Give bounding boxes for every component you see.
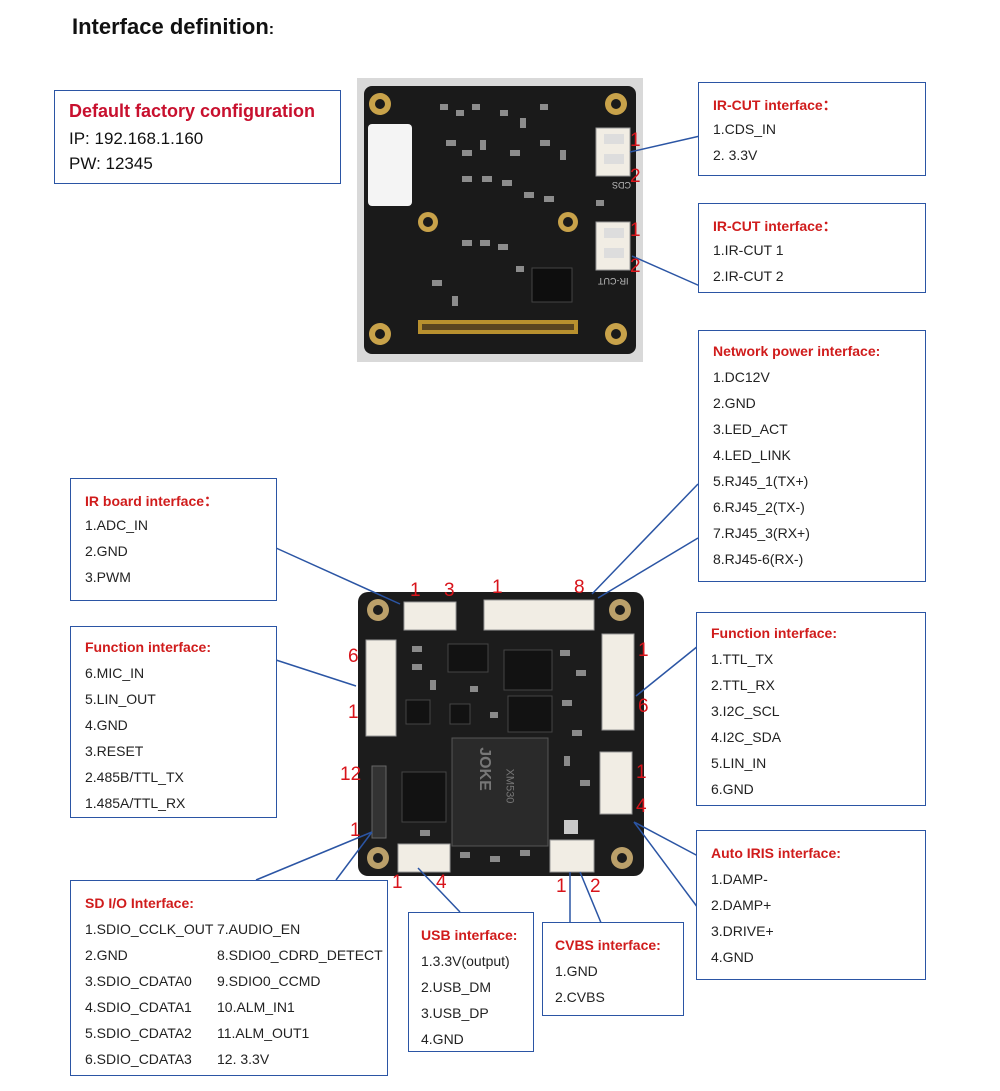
pin-label: 1 [636, 762, 647, 783]
auto-iris-item: 4.GND [711, 949, 754, 965]
sd-io-item: 1.SDIO_CCLK_OUT [85, 921, 214, 937]
sd-io-item: 5.SDIO_CDATA2 [85, 1025, 192, 1041]
pin-label: 1 [556, 876, 567, 897]
sd-io-item: 6.SDIO_CDATA3 [85, 1051, 192, 1067]
network-item: 3.LED_ACT [713, 421, 788, 437]
function-left-box: Function interface: 6.MIC_IN 5.LIN_OUT 4… [70, 626, 277, 818]
pin-label: 2 [590, 876, 601, 897]
ir-board-item: 1.ADC_IN [85, 517, 149, 533]
sd-io-item: 9.SDIO0_CCMD [217, 973, 321, 989]
pin-label: 1 [492, 577, 503, 598]
pin-label: 12 [340, 764, 362, 785]
ir-board-box: IR board interface： 1.ADC_IN 2.GND 3.PWM [70, 478, 277, 601]
network-item: 4.LED_LINK [713, 447, 791, 463]
cvbs-item: 2.CVBS [555, 989, 605, 1005]
network-item: 5.RJ45_1(TX+) [713, 473, 809, 489]
pin-label: 8 [574, 577, 585, 598]
pin-label: 2 [630, 166, 641, 187]
sd-io-item: 4.SDIO_CDATA1 [85, 999, 192, 1015]
function-right-item: 4.I2C_SDA [711, 729, 782, 745]
pin-label: 4 [636, 796, 647, 817]
factory-pw: PW: 12345 [69, 154, 153, 173]
function-left-item: 6.MIC_IN [85, 665, 145, 681]
sd-io-item: 7.AUDIO_EN [217, 921, 301, 937]
sd-io-title: SD I/O Interface: [85, 895, 194, 911]
ircut-interface-box-2: IR-CUT interface： 1.IR-CUT 1 2.IR-CUT 2 [698, 203, 926, 293]
network-power-box: Network power interface: 1.DC12V 2.GND 3… [698, 330, 926, 582]
function-left-item: 4.GND [85, 717, 128, 733]
auto-iris-box: Auto IRIS interface: 1.DAMP- 2.DAMP+ 3.D… [696, 830, 926, 980]
pin-label: 1 [638, 640, 649, 661]
network-item: 7.RJ45_3(RX+) [713, 525, 810, 541]
network-item: 2.GND [713, 395, 756, 411]
ir-board-item: 2.GND [85, 543, 128, 559]
ircut-2-item: 1.IR-CUT 1 [713, 242, 784, 258]
auto-iris-item: 1.DAMP- [711, 871, 768, 887]
board-mark-ircut: IR-CUT [598, 276, 629, 286]
pin-label: 1 [410, 580, 421, 601]
function-right-item: 1.TTL_TX [711, 651, 774, 667]
mount-hole-icon [369, 93, 391, 115]
function-right-item: 6.GND [711, 781, 754, 797]
pin-label: 1 [630, 220, 641, 241]
function-right-title: Function interface: [711, 625, 838, 641]
sd-io-item: 2.GND [85, 947, 128, 963]
network-item: 8.RJ45-6(RX-) [713, 551, 804, 567]
pin-label: 4 [436, 872, 447, 893]
sd-io-item: 11.ALM_OUT1 [217, 1025, 310, 1041]
auto-iris-title: Auto IRIS interface: [711, 845, 841, 861]
pin-label: 1 [630, 130, 641, 151]
chip-model-mark: XM530 [503, 768, 516, 804]
network-item: 6.RJ45_2(TX-) [713, 499, 805, 515]
usb-title: USB interface: [421, 927, 518, 943]
function-right-item: 2.TTL_RX [711, 677, 775, 693]
factory-config-box: Default factory configuration IP: 192.16… [54, 90, 341, 184]
function-right-box: Function interface: 1.TTL_TX 2.TTL_RX 3.… [696, 612, 926, 806]
board-mark-cds: CDS [612, 180, 632, 190]
usb-box: USB interface: 1.3.3V(output) 2.USB_DM 3… [408, 912, 534, 1052]
usb-item: 4.GND [421, 1031, 464, 1047]
network-title: Network power interface: [713, 343, 881, 359]
ircut-1-title: IR-CUT interface： [713, 97, 837, 113]
function-left-item: 2.485B/TTL_TX [85, 769, 184, 785]
pin-label: 6 [348, 646, 359, 667]
ircut-interface-box-1: IR-CUT interface： 1.CDS_IN 2. 3.3V [698, 82, 926, 176]
function-left-item: 3.RESET [85, 743, 144, 759]
cvbs-item: 1.GND [555, 963, 598, 979]
sd-io-item: 3.SDIO_CDATA0 [85, 973, 192, 989]
function-left-title: Function interface: [85, 639, 212, 655]
ir-board-title: IR board interface： [85, 493, 219, 509]
factory-config-title: Default factory configuration [69, 101, 316, 121]
auto-iris-item: 3.DRIVE+ [711, 923, 774, 939]
pin-label: 1 [348, 702, 359, 723]
ircut-1-item: 1.CDS_IN [713, 121, 777, 137]
usb-item: 2.USB_DM [421, 979, 492, 995]
usb-item: 3.USB_DP [421, 1005, 489, 1021]
sd-io-item: 12. 3.3V [217, 1051, 270, 1067]
sd-io-item: 10.ALM_IN1 [217, 999, 295, 1015]
page-title: Interface definition: [72, 14, 275, 39]
ir-board-item: 3.PWM [85, 569, 131, 585]
pin-label: 1 [392, 872, 403, 893]
function-left-item: 1.485A/TTL_RX [85, 795, 186, 811]
cvbs-box: CVBS interface: 1.GND 2.CVBS [542, 922, 684, 1016]
function-right-item: 5.LIN_IN [711, 755, 767, 771]
pin-label: 6 [638, 696, 649, 717]
pin-label: 3 [444, 580, 455, 601]
ircut-2-item: 2.IR-CUT 2 [713, 268, 784, 284]
function-left-item: 5.LIN_OUT [85, 691, 156, 707]
chip-mark: JOKE [475, 747, 493, 791]
sd-io-box: SD I/O Interface: 1.SDIO_CCLK_OUT 2.GND … [70, 880, 388, 1076]
ircut-2-title: IR-CUT interface： [713, 218, 837, 234]
function-right-item: 3.I2C_SCL [711, 703, 780, 719]
network-item: 1.DC12V [713, 369, 770, 385]
pin-label: 2 [630, 256, 641, 277]
sd-io-item: 8.SDIO0_CDRD_DETECT [217, 947, 383, 963]
factory-ip: IP: 192.168.1.160 [69, 129, 204, 148]
usb-item: 1.3.3V(output) [421, 953, 510, 969]
ircut-1-item: 2. 3.3V [713, 147, 758, 163]
pin-label: 1 [350, 820, 361, 841]
cvbs-title: CVBS interface: [555, 937, 661, 953]
auto-iris-item: 2.DAMP+ [711, 897, 772, 913]
